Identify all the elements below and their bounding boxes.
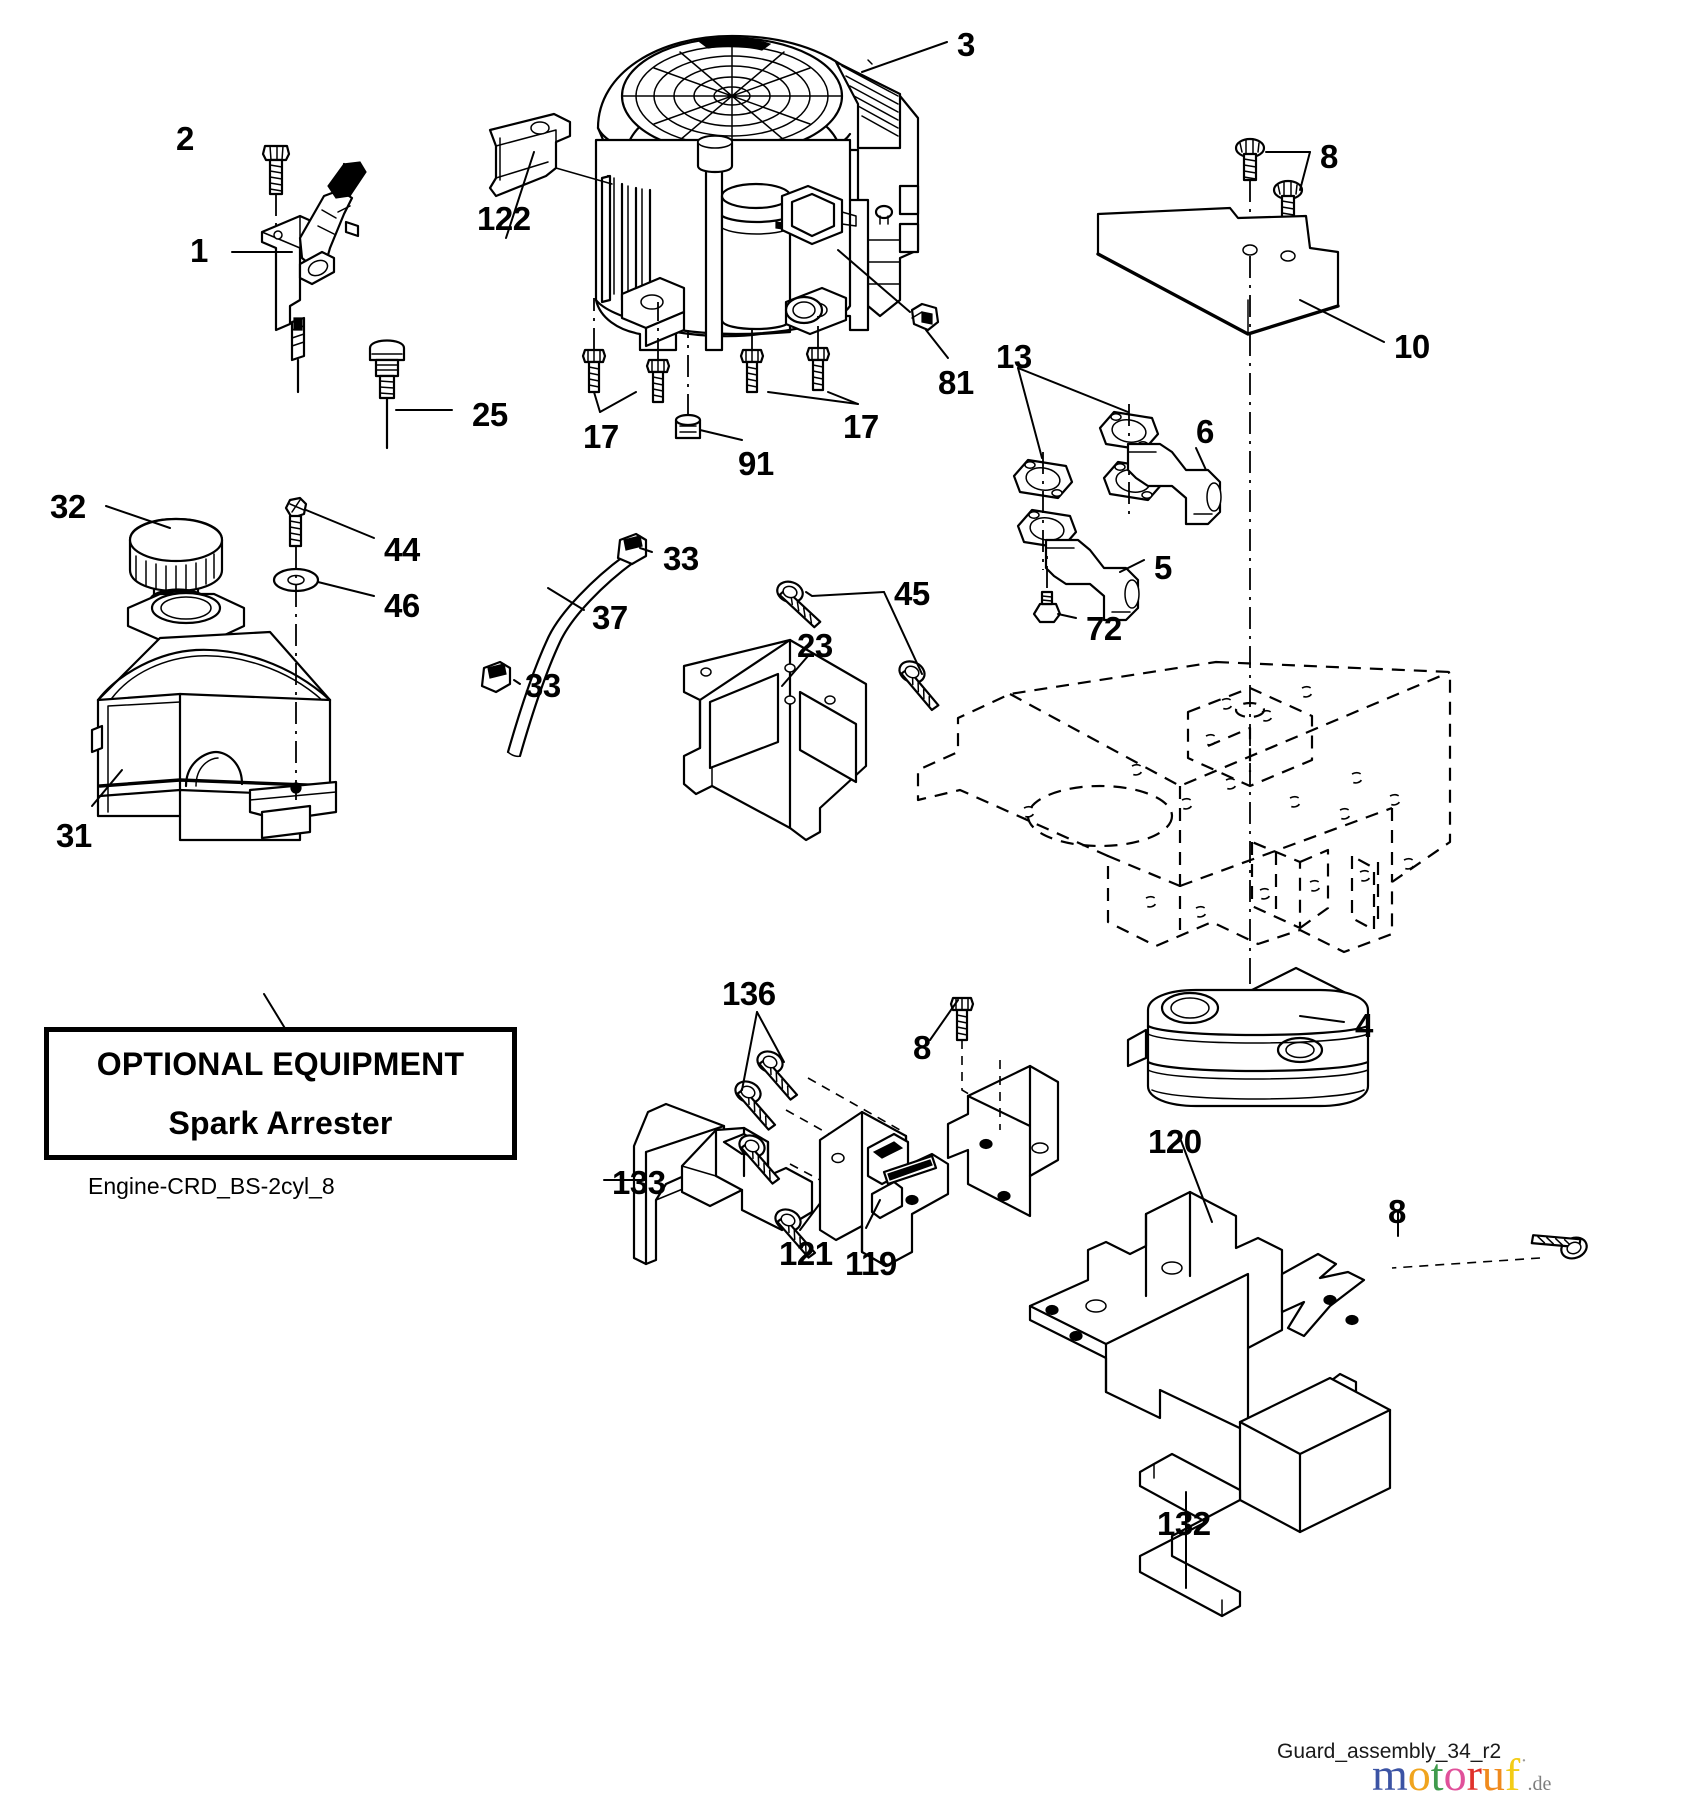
- part-engine-block: [594, 34, 948, 352]
- callout-number-2: 2: [176, 120, 194, 157]
- part-33-clamp-upper: [616, 532, 653, 566]
- part-8-lower-bolt: [1391, 1211, 1591, 1272]
- part-5-exhaust-pipe-lower: [1044, 538, 1145, 622]
- part-4-muffler: [1126, 962, 1370, 1108]
- part-122-bracket: [488, 112, 613, 239]
- logo-letter: o: [1443, 1749, 1467, 1800]
- part-44-screw: [284, 496, 375, 548]
- part-32-fuel-cap: [105, 505, 224, 605]
- part-dipstick: [368, 339, 453, 450]
- part-81-nut: [837, 249, 949, 359]
- part-120-bottom-guard: [1028, 1137, 1366, 1434]
- optional-equipment-item: Spark Arrester: [168, 1104, 393, 1141]
- logo-letter: t: [1430, 1749, 1444, 1800]
- logo-letter: f: [1504, 1749, 1521, 1800]
- part-rear-plate: [946, 1060, 1060, 1218]
- part-10-heat-shield: [1096, 206, 1385, 962]
- motoruf-logo: motoruf˙.de: [1372, 1752, 1551, 1798]
- engine-code-label: Engine-CRD_BS-2cyl_8: [88, 1173, 335, 1199]
- callout-number-119: 119: [845, 1245, 897, 1282]
- part-72-bolt: [1032, 552, 1077, 624]
- callout-number-37: 37: [592, 599, 628, 636]
- callout-number-120: 120: [1148, 1123, 1202, 1160]
- part-45-bolts: [768, 577, 952, 713]
- callout-number-45: 45: [894, 575, 930, 612]
- part-31-fuel-tank: [90, 505, 338, 842]
- logo-letter: r: [1466, 1749, 1482, 1800]
- callout-number-33b: 33: [525, 667, 561, 704]
- optional-equipment-title: OPTIONAL EQUIPMENT: [96, 1045, 465, 1082]
- callout-number-6: 6: [1196, 413, 1214, 450]
- callout-number-3: 3: [957, 26, 975, 63]
- callout-number-122: 122: [477, 200, 531, 237]
- part-46-washer: [272, 546, 375, 800]
- optional-equipment-box: OPTIONAL EQUIPMENT Spark Arrester: [44, 1027, 517, 1160]
- callout-number-136: 136: [722, 975, 776, 1012]
- part-23-bracket: [682, 638, 868, 842]
- callout-number-46: 46: [384, 587, 420, 624]
- callout-number-132: 132: [1157, 1505, 1211, 1542]
- part-6-exhaust-pipe-upper: [1126, 442, 1222, 526]
- part-13-gaskets: [1012, 367, 1164, 570]
- drawing-file-code: Guard_assembly_34_r2: [1277, 1740, 1502, 1763]
- callout-number-44: 44: [384, 531, 420, 568]
- callout-number-91: 91: [738, 445, 774, 482]
- logo-letter: m: [1372, 1749, 1408, 1800]
- callout-number-17b: 17: [843, 408, 879, 445]
- callout-number-8a: 8: [1320, 138, 1338, 175]
- callout-number-10: 10: [1394, 328, 1430, 365]
- part-37-fuel-hose: [506, 554, 636, 758]
- callout-number-32: 32: [50, 488, 86, 525]
- callout-number-133: 133: [612, 1164, 666, 1201]
- callout-number-31: 31: [56, 817, 92, 854]
- callout-number-13: 13: [996, 338, 1032, 375]
- callout-number-25: 25: [472, 396, 508, 433]
- part-17-engine-bolts: [581, 298, 859, 413]
- part-119-bracket: [818, 1110, 950, 1268]
- logo-dot: ˙: [1520, 1753, 1528, 1779]
- callout-number-8b: 8: [913, 1029, 931, 1066]
- part-33-clamp-lower: [480, 660, 521, 694]
- logo-letter: u: [1481, 1749, 1505, 1800]
- callout-number-4: 4: [1355, 1007, 1373, 1044]
- callout-number-33a: 33: [663, 540, 699, 577]
- part-132-bracket: [1138, 1372, 1392, 1618]
- part-91-spacer: [674, 330, 743, 441]
- optional-box-leader: [263, 993, 287, 1031]
- callout-number-17a: 17: [583, 418, 619, 455]
- logo-suffix: .de: [1527, 1773, 1552, 1795]
- part-chassis-frame: [916, 660, 1452, 954]
- part-throttle-control-assembly: [231, 144, 367, 394]
- callout-number-8c: 8: [1388, 1193, 1406, 1230]
- logo-letter: o: [1407, 1749, 1431, 1800]
- callout-number-121: 121: [779, 1235, 833, 1272]
- part-8-mid-bolt: [929, 996, 1001, 1113]
- callout-number-5: 5: [1154, 549, 1172, 586]
- callout-number-72: 72: [1086, 610, 1122, 647]
- callout-number-23: 23: [797, 627, 833, 664]
- callout-number-1: 1: [190, 232, 208, 269]
- callout-number-81: 81: [938, 364, 974, 401]
